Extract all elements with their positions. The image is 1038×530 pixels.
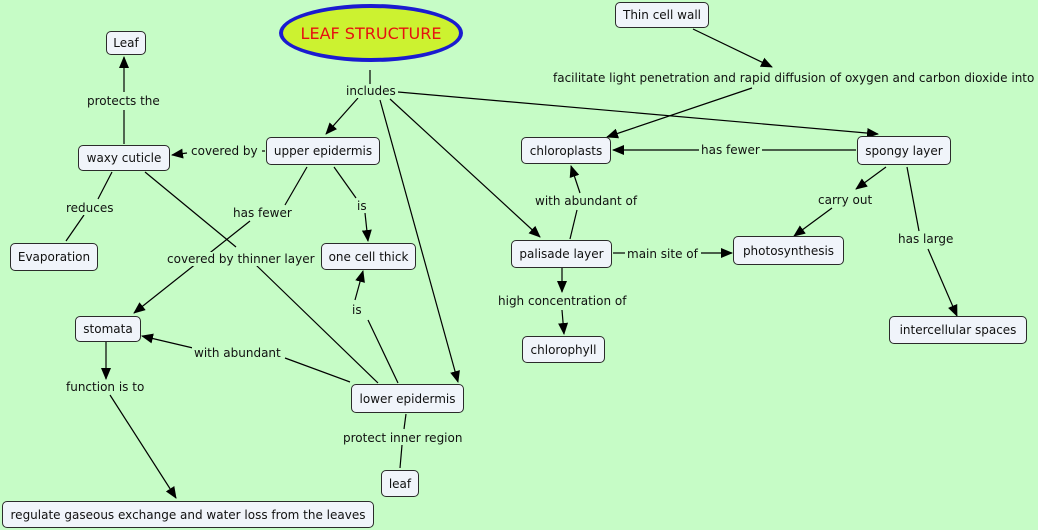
- node-one-cell-thick[interactable]: one cell thick: [321, 243, 416, 270]
- node-chlorophyll[interactable]: chlorophyll: [522, 336, 605, 363]
- node-spongy-layer[interactable]: spongy layer: [857, 136, 951, 165]
- link-is-bottom[interactable]: is: [350, 303, 364, 317]
- root-title: LEAF STRUCTURE: [300, 23, 442, 43]
- link-with-abundant[interactable]: with abundant: [192, 346, 283, 360]
- node-leaf-bottom[interactable]: leaf: [381, 470, 419, 497]
- node-chloroplasts[interactable]: chloroplasts: [521, 137, 611, 164]
- link-has-fewer-right[interactable]: has fewer: [699, 143, 762, 157]
- link-main-site-of[interactable]: main site of: [625, 247, 700, 261]
- link-function-is-to[interactable]: function is to: [64, 380, 147, 394]
- link-facilitate[interactable]: facilitate light penetration and rapid d…: [551, 71, 1037, 85]
- node-thin-cell-wall[interactable]: Thin cell wall: [615, 2, 709, 28]
- link-protect-inner[interactable]: protect inner region: [341, 431, 465, 445]
- link-includes[interactable]: includes: [344, 84, 398, 98]
- node-evaporation[interactable]: Evaporation: [10, 243, 98, 271]
- link-carry-out[interactable]: carry out: [816, 193, 875, 207]
- link-reduces[interactable]: reduces: [64, 201, 116, 215]
- node-upper-epidermis[interactable]: upper epidermis: [266, 137, 380, 165]
- node-waxy-cuticle[interactable]: waxy cuticle: [78, 145, 170, 171]
- node-stomata[interactable]: stomata: [75, 316, 141, 342]
- link-high-concentration[interactable]: high concentration of: [496, 294, 629, 308]
- link-with-abundant-of[interactable]: with abundant of: [533, 194, 640, 208]
- link-covered-thinner[interactable]: covered by thinner layer: [165, 252, 317, 266]
- node-lower-epidermis[interactable]: lower epidermis: [351, 384, 464, 413]
- node-intercellular-spaces[interactable]: intercellular spaces: [889, 316, 1027, 344]
- link-has-large[interactable]: has large: [896, 232, 956, 246]
- node-regulate[interactable]: regulate gaseous exchange and water loss…: [2, 501, 374, 528]
- link-protects-the[interactable]: protects the: [85, 94, 162, 108]
- link-is-top[interactable]: is: [355, 199, 369, 213]
- node-palisade-layer[interactable]: palisade layer: [511, 240, 612, 268]
- root-node[interactable]: LEAF STRUCTURE: [279, 4, 463, 62]
- link-has-fewer-left[interactable]: has fewer: [231, 206, 294, 220]
- node-leaf-top[interactable]: Leaf: [106, 31, 146, 55]
- node-photosynthesis[interactable]: photosynthesis: [733, 236, 844, 265]
- link-covered-by[interactable]: covered by: [189, 144, 260, 158]
